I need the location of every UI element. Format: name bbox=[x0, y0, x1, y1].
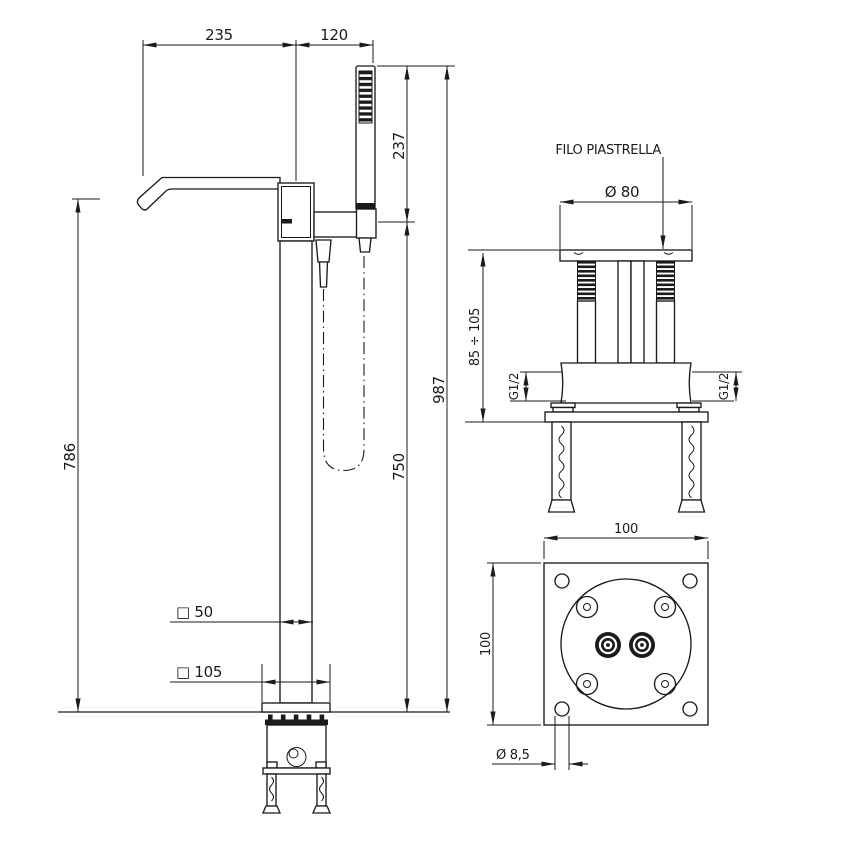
dim-shower-offset: 120 bbox=[296, 26, 374, 63]
inlet-port bbox=[286, 747, 307, 767]
supply-pipe-right bbox=[630, 260, 645, 364]
mixer-body bbox=[277, 182, 315, 242]
dim-handshower-height: 237 bbox=[377, 65, 455, 223]
dim-hose-column-height: 750 bbox=[390, 222, 410, 712]
underfloor-assembly bbox=[261, 714, 332, 814]
base-plate bbox=[261, 702, 331, 713]
shower-holder-clamp bbox=[355, 208, 377, 239]
seal-tooth bbox=[319, 714, 325, 720]
dim-flange-diameter: Ø 80 bbox=[559, 183, 693, 249]
dim-spout-reach-text: 235 bbox=[205, 26, 233, 44]
corner-hole bbox=[554, 701, 570, 717]
rough-in-view: FILO PIASTRELLA Ø 80 bbox=[465, 143, 742, 513]
corner-hole bbox=[682, 701, 698, 717]
base-plate-plan bbox=[543, 562, 709, 726]
dim-base-section: □ 105 bbox=[170, 663, 331, 702]
plan-view: 100 bbox=[479, 522, 709, 770]
seal-tooth bbox=[268, 714, 273, 720]
anchor-thread-squiggle bbox=[558, 425, 565, 499]
anchor-leg-right bbox=[681, 421, 702, 501]
screw-bosses bbox=[575, 595, 677, 696]
dim-hole-diameter: Ø 8,5 bbox=[492, 716, 588, 770]
dim-column-section: □ 50 bbox=[170, 603, 313, 625]
mounting-plate bbox=[544, 411, 709, 423]
dim-thread-right-text: G1/2 bbox=[717, 373, 731, 400]
threaded-rod-left bbox=[577, 260, 596, 302]
supply-connector-left bbox=[595, 632, 621, 658]
corner-hole bbox=[682, 573, 698, 589]
dim-thread-left-text: G1/2 bbox=[507, 373, 521, 400]
dim-hole-diameter-text: Ø 8,5 bbox=[496, 748, 530, 763]
rod-sleeve-right bbox=[655, 300, 676, 364]
dim-column-section-text: □ 50 bbox=[176, 603, 213, 621]
plate-notch bbox=[663, 252, 674, 255]
rod-sleeve-left bbox=[576, 300, 597, 364]
spout bbox=[136, 176, 281, 211]
dim-overall-height-text: 987 bbox=[430, 376, 448, 404]
seal-band bbox=[265, 719, 328, 725]
dim-plate-width-text: 100 bbox=[614, 522, 638, 537]
anchor-thread-squiggle bbox=[319, 776, 324, 802]
dim-thread-right: G1/2 bbox=[692, 371, 742, 402]
anchor-foot-left bbox=[261, 805, 282, 814]
bottom-plate bbox=[262, 767, 331, 775]
dim-hose-column-height-text: 750 bbox=[390, 453, 408, 481]
dim-overall-height: 987 bbox=[430, 66, 450, 712]
seal-tooth bbox=[306, 714, 312, 720]
dim-installation-depth-text: 85 ÷ 105 bbox=[468, 308, 483, 366]
supply-pipe-left bbox=[617, 260, 632, 364]
outlet-connector-upper bbox=[315, 239, 332, 263]
dim-spout-height: 786 bbox=[61, 198, 100, 712]
leg-nut-left bbox=[266, 761, 278, 769]
mixer-body-inner bbox=[281, 186, 311, 238]
shower-hose-connector bbox=[358, 237, 372, 253]
anchor-foot-left bbox=[547, 499, 576, 513]
anchor-thread-squiggle bbox=[269, 776, 274, 802]
anchor-thread-squiggle bbox=[688, 425, 695, 499]
dim-base-section-text: □ 105 bbox=[176, 663, 222, 681]
dim-handshower-height-text: 237 bbox=[390, 132, 408, 160]
seal-tooth bbox=[293, 714, 299, 720]
dim-thread-left: G1/2 bbox=[507, 371, 566, 402]
anchor-foot-right bbox=[311, 805, 332, 814]
dim-spout-reach: 235 bbox=[142, 26, 297, 181]
anchor-leg-right bbox=[316, 773, 327, 807]
anchor-leg-left bbox=[551, 421, 572, 501]
shower-head-ribs-icon bbox=[358, 70, 373, 124]
rough-in-box bbox=[266, 724, 327, 769]
outlet-connector-lower bbox=[318, 261, 329, 288]
flange-plate bbox=[559, 249, 693, 262]
hose-centerline bbox=[322, 256, 365, 472]
supply-connector-right bbox=[629, 632, 655, 658]
plate-notch bbox=[573, 252, 584, 255]
anchor-foot-right bbox=[677, 499, 706, 513]
leg-nut-right bbox=[315, 761, 327, 769]
dim-spout-height-text: 786 bbox=[61, 443, 79, 471]
shower-grip-band bbox=[356, 203, 375, 209]
dim-plate-depth-text: 100 bbox=[479, 632, 494, 656]
dim-flange-diameter-text: Ø 80 bbox=[605, 183, 639, 201]
tile-level-label: FILO PIASTRELLA bbox=[555, 143, 661, 158]
seal-tooth bbox=[280, 714, 286, 720]
threaded-rod-right bbox=[656, 260, 675, 302]
dim-plate-width: 100 bbox=[543, 522, 709, 559]
column bbox=[279, 240, 313, 704]
front-view: 235 120 237 750 987 786 bbox=[58, 26, 455, 814]
dim-shower-offset-text: 120 bbox=[320, 26, 348, 44]
dim-plate-depth: 100 bbox=[479, 562, 541, 726]
rough-in-body bbox=[560, 362, 692, 404]
inlet-port-inner bbox=[288, 748, 299, 759]
anchor-leg-left bbox=[266, 773, 277, 807]
handle-lever-icon bbox=[282, 219, 292, 224]
dim-installation-depth: 85 ÷ 105 bbox=[465, 253, 545, 423]
shower-bracket bbox=[313, 211, 359, 238]
corner-hole bbox=[554, 573, 570, 589]
flange-circle bbox=[560, 578, 692, 710]
